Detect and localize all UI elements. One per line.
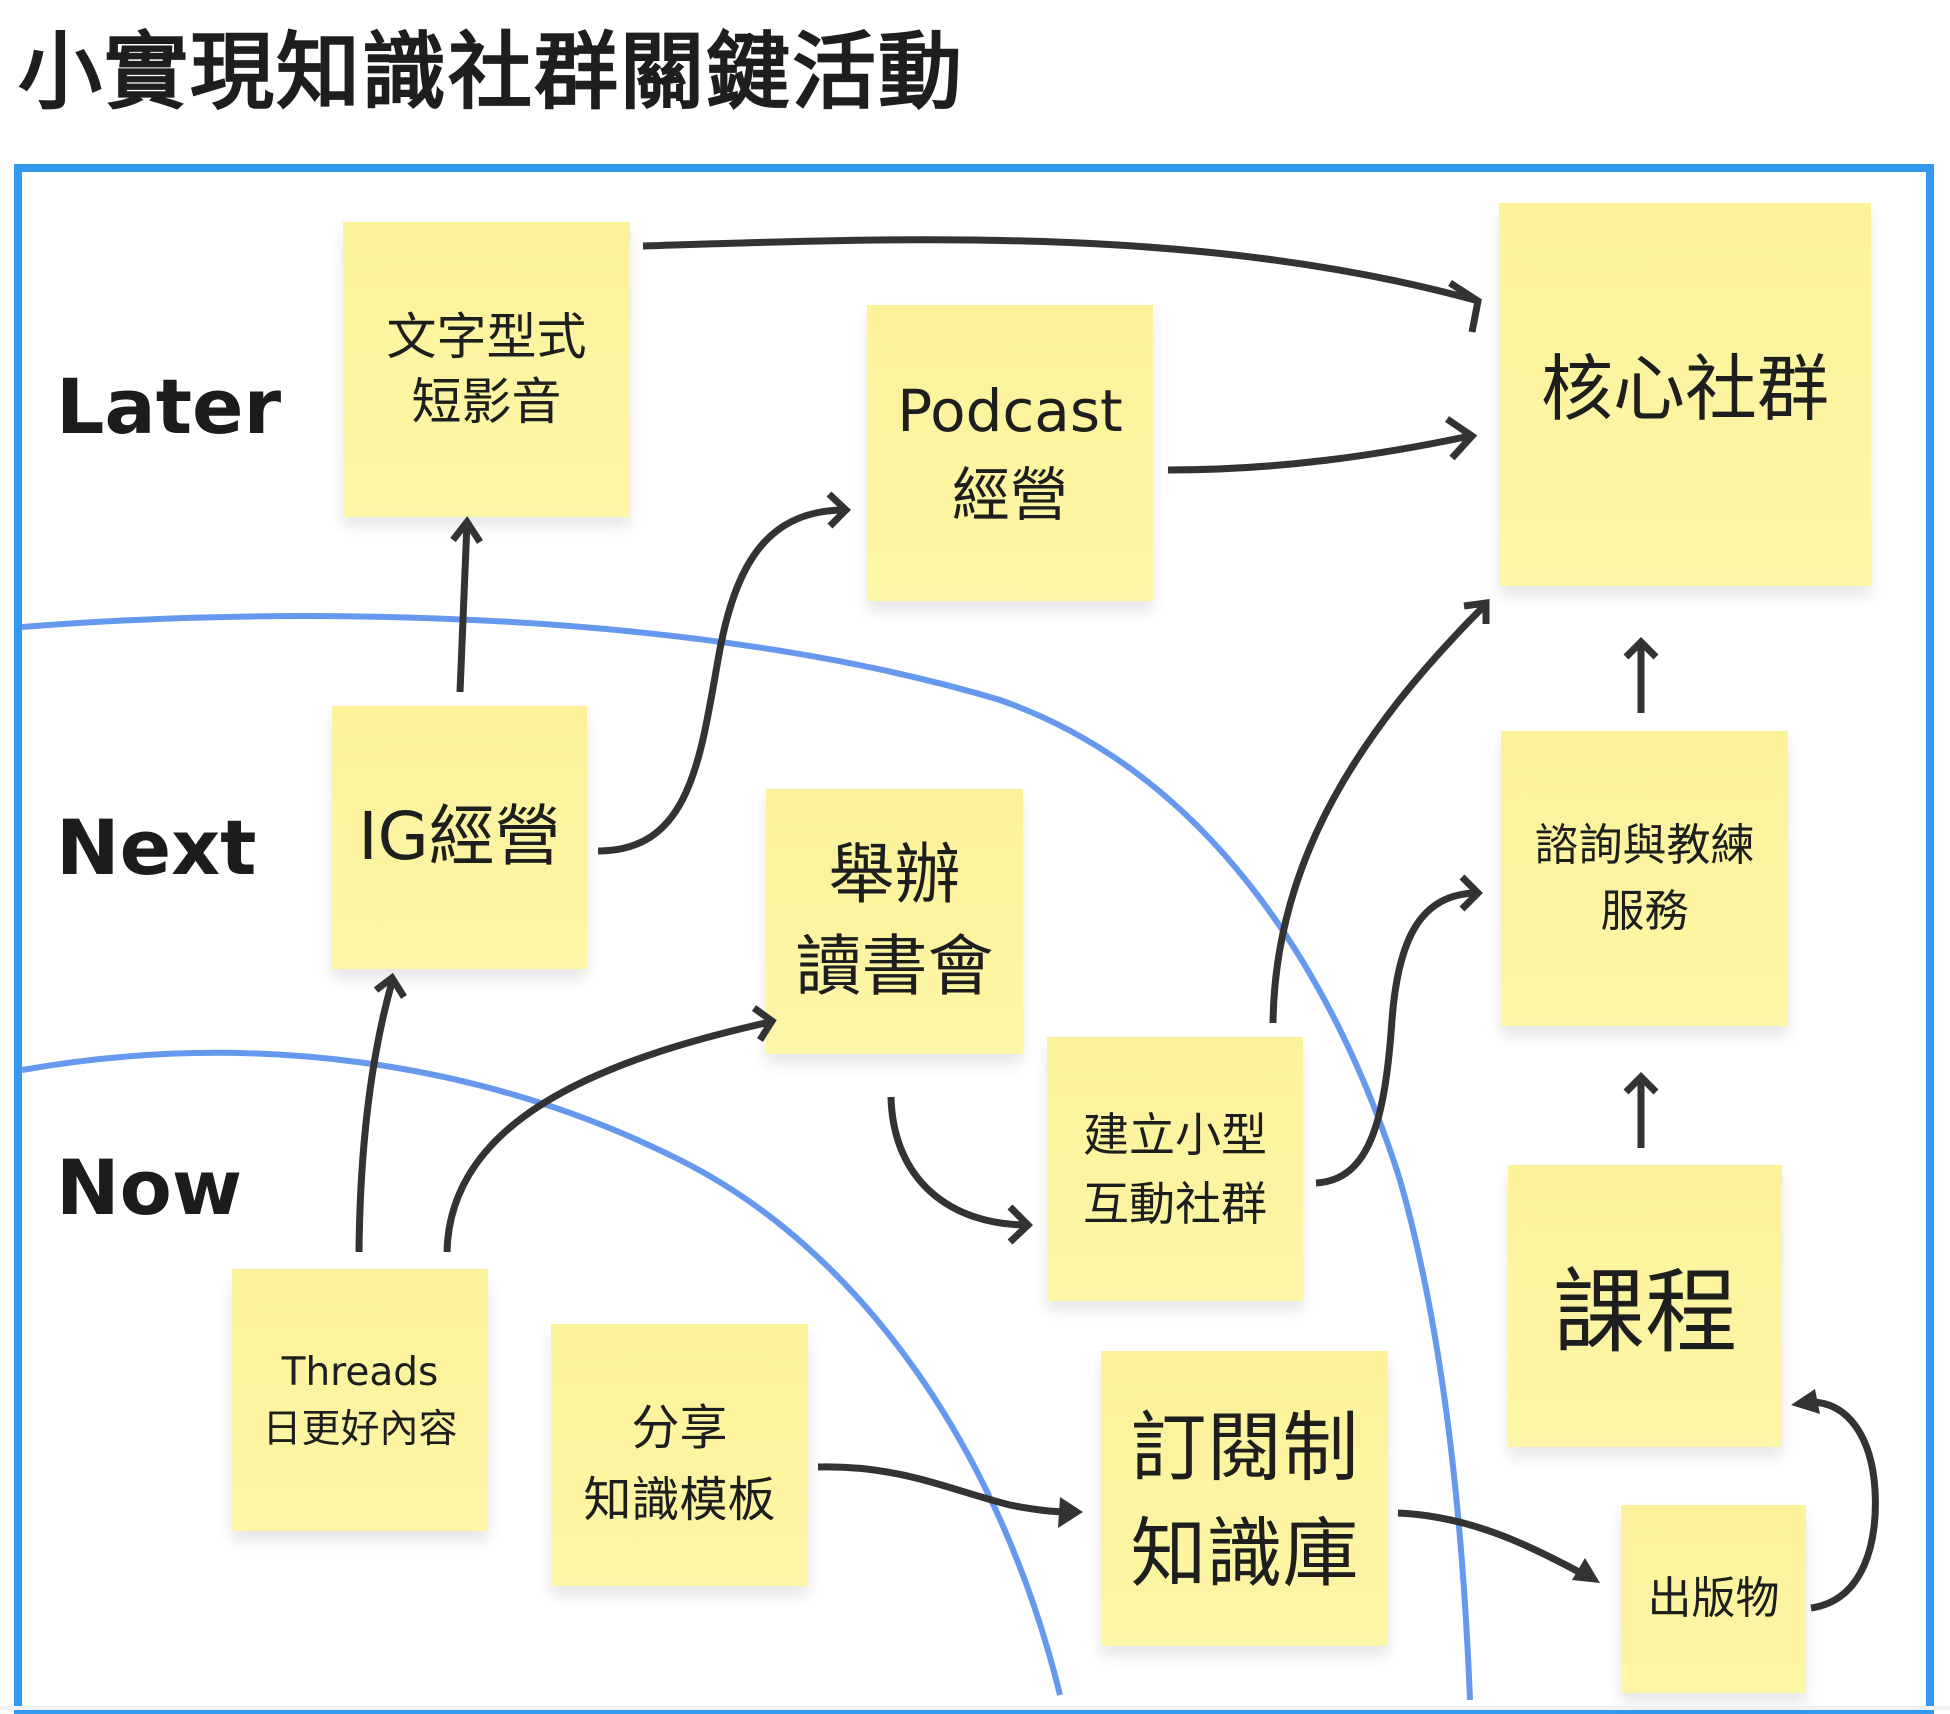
note-label: 分享 知識模板 [583,1400,776,1528]
sticky-note-text-short-video[interactable]: 文字型式 短影音 [343,222,630,517]
note-label: IG經營 [358,798,561,875]
arrow-threads-to-book-club[interactable] [443,1018,771,1253]
sticky-note-core-community[interactable]: 核心社群 [1499,203,1871,586]
arrow-podcast-to-core[interactable] [1167,432,1471,474]
note-label: 文字型式 短影音 [386,307,587,431]
arrow-publication-to-course[interactable] [1809,1398,1879,1612]
note-label: 建立小型 互動社群 [1083,1108,1267,1231]
sticky-note-podcast[interactable]: Podcast 經營 [867,305,1153,601]
arrowhead-icon [1459,874,1483,912]
sticky-note-subscription[interactable]: 訂閱制 知識庫 [1101,1351,1388,1646]
sticky-note-threads[interactable]: Threads 日更好內容 [232,1269,488,1531]
note-label: 舉辦 讀書會 [795,836,994,1006]
note-label: 諮詢與教練 服務 [1534,820,1755,937]
lane-label-later: Later [56,362,282,451]
arrowhead-icon [373,972,407,999]
arrow-ig-to-text-video[interactable] [456,522,471,693]
note-label: 訂閱制 知識庫 [1130,1403,1359,1599]
arrow-ig-to-podcast[interactable] [597,506,846,855]
sticky-note-ig[interactable]: IG經營 [332,706,587,969]
note-label: Threads 日更好內容 [262,1350,458,1452]
arrow-small-community-to-consulting[interactable] [1315,889,1479,1187]
arrowhead-icon [826,491,852,529]
canvas-grid-strip [0,1706,1950,1710]
sticky-note-book-club[interactable]: 舉辦 讀書會 [766,789,1023,1054]
arrow-threads-to-ig[interactable] [355,981,396,1253]
arrow-small-community-to-core[interactable] [1269,602,1488,1024]
arrowhead-icon [450,515,483,544]
arrow-subscription-to-publication[interactable] [1397,1509,1592,1582]
arrowhead-icon [1445,416,1478,461]
arrowhead-icon [1448,280,1482,333]
arrow-book-club-to-small-community[interactable] [887,1096,1029,1229]
note-label: 課程 [1552,1259,1737,1366]
sticky-note-publication[interactable]: 出版物 [1621,1505,1806,1693]
arrowhead-icon [1623,637,1659,660]
arrow-templates-to-subscription[interactable] [817,1463,1071,1516]
sticky-note-course[interactable]: 課程 [1508,1165,1782,1447]
arrowhead-icon [1623,1072,1659,1095]
lane-divider-later-next [21,613,1473,1701]
lane-label-now: Now [56,1143,243,1232]
arrowhead-icon [1791,1389,1820,1414]
arrow-text-video-to-core[interactable] [642,236,1476,304]
arrowhead-icon [1058,1497,1083,1528]
note-label: 核心社群 [1540,347,1829,431]
sticky-note-small-community[interactable]: 建立小型 互動社群 [1047,1037,1303,1301]
arrowhead-icon [1572,1558,1600,1583]
sticky-note-consulting[interactable]: 諮詢與教練 服務 [1501,731,1788,1026]
board-title: 小實現知識社群關鍵活動 [18,23,965,121]
lane-label-next: Next [56,803,257,892]
lane-divider-next-now [21,1049,1063,1696]
note-label: 出版物 [1647,1573,1780,1625]
arrowhead-icon [1463,598,1490,624]
note-label: Podcast 經營 [897,376,1123,529]
arrowhead-icon [1007,1204,1034,1245]
sticky-note-templates[interactable]: 分享 知識模板 [551,1324,808,1586]
arrowhead-icon [751,1005,777,1042]
